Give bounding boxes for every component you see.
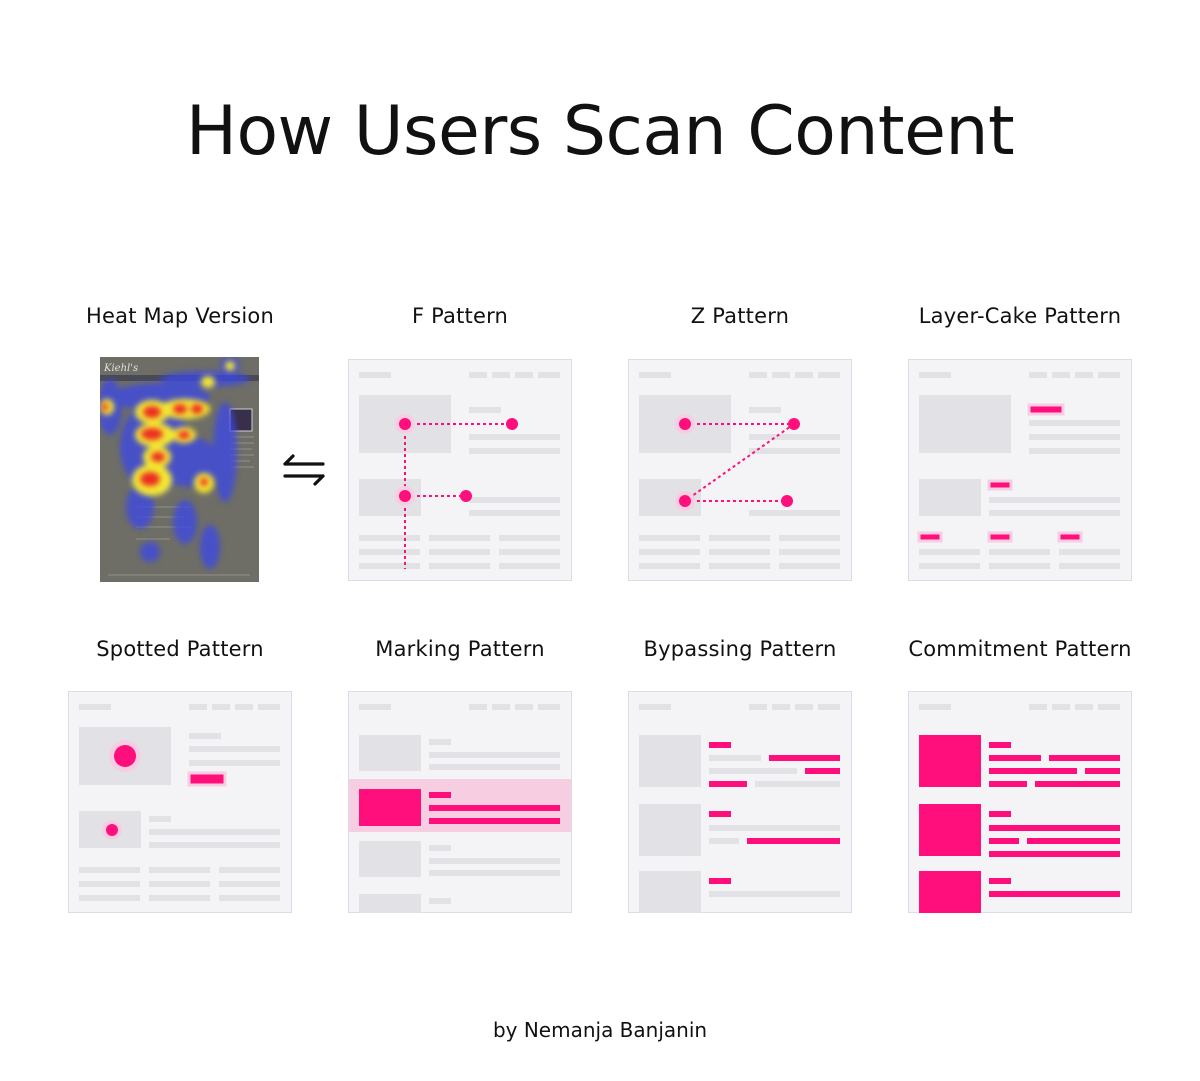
highlight-blocks xyxy=(919,735,1120,913)
label-bypassing: Bypassing Pattern xyxy=(643,637,837,661)
heatmap-red-layer xyxy=(102,403,208,486)
focus-dot xyxy=(399,490,411,502)
highlight-row xyxy=(359,789,560,826)
marking-diagram xyxy=(348,691,572,913)
focus-dot xyxy=(506,418,518,430)
label-marking: Marking Pattern xyxy=(375,637,545,661)
commitment-diagram xyxy=(908,691,1132,913)
focus-dot xyxy=(114,745,136,767)
heatmap-diagram: Kiehl's xyxy=(100,357,259,582)
focus-dot xyxy=(788,418,800,430)
heatmap-logo: Kiehl's xyxy=(103,363,138,374)
focus-dot xyxy=(399,418,411,430)
focus-dot xyxy=(460,490,472,502)
focus-dot xyxy=(781,495,793,507)
page-title: How Users Scan Content xyxy=(185,92,1015,171)
wireframe-placeholders xyxy=(359,372,560,569)
label-z-pattern: Z Pattern xyxy=(690,304,790,328)
focus-dot xyxy=(106,824,118,836)
wireframe-placeholders xyxy=(359,704,560,913)
spotted-diagram xyxy=(68,691,292,913)
focus-dot xyxy=(679,495,691,507)
layer-cake-diagram xyxy=(908,359,1132,581)
wireframe-placeholders xyxy=(919,704,1120,710)
highlight-headings xyxy=(917,403,1083,543)
wireframe-placeholders xyxy=(919,372,1120,569)
f-pattern-diagram xyxy=(348,359,572,581)
panel-frame xyxy=(68,691,292,913)
label-f-pattern: F Pattern xyxy=(411,304,509,328)
label-spotted: Spotted Pattern xyxy=(96,637,264,661)
z-pattern-diagram xyxy=(628,359,852,581)
panel-frame xyxy=(908,359,1132,581)
wireframe-placeholders xyxy=(639,704,840,913)
label-layer-cake: Layer-Cake Pattern xyxy=(918,304,1122,328)
scan-path xyxy=(684,423,795,502)
bypassing-diagram xyxy=(628,691,852,913)
panel-frame xyxy=(348,359,572,581)
panel-frame xyxy=(628,359,852,581)
swap-arrows-icon xyxy=(283,454,325,486)
wireframe-placeholders xyxy=(79,704,280,901)
focus-dot xyxy=(679,418,691,430)
label-commitment: Commitment Pattern xyxy=(908,637,1132,661)
highlight-button xyxy=(187,771,227,787)
author-credit: by Nemanja Banjanin xyxy=(492,1018,708,1042)
label-heatmap: Heat Map Version xyxy=(86,304,274,328)
highlight-lines xyxy=(709,742,840,884)
